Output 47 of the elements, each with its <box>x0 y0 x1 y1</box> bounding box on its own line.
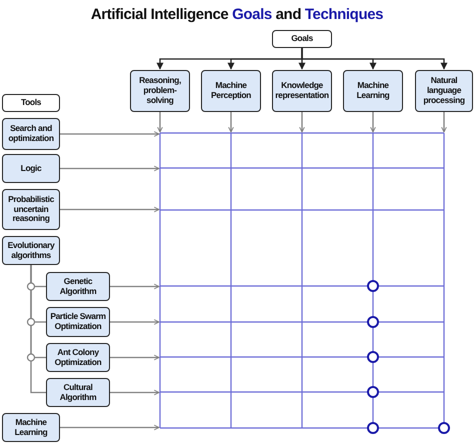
arrow <box>110 354 160 360</box>
header-box <box>272 30 332 48</box>
item-box <box>201 70 261 112</box>
box-label: Genetic Algorithm <box>58 276 98 296</box>
arrow <box>301 48 448 70</box>
item-box <box>130 70 190 112</box>
box-label: Knowledge representation <box>274 81 330 101</box>
box-label: Natural language processing <box>422 76 466 106</box>
item-box <box>2 189 60 230</box>
box-label: Cultural Algorithm <box>58 382 98 402</box>
arrow <box>60 424 160 430</box>
arrow <box>110 284 160 290</box>
box-label: Tools <box>20 98 42 108</box>
arrow <box>228 112 234 132</box>
arrow <box>60 206 160 212</box>
item-box <box>272 70 332 112</box>
box-label: Evolutionary algorithms <box>6 240 56 260</box>
item-box <box>2 236 60 265</box>
item-box <box>343 70 403 112</box>
box-label: Logic <box>20 164 42 174</box>
item-box <box>46 307 110 337</box>
item-box <box>2 154 60 183</box>
arrow <box>299 112 305 132</box>
arrow <box>370 112 376 132</box>
item-box <box>46 272 110 301</box>
title: Artificial Intelligence Goals and Techniques <box>90 5 384 25</box>
arrow <box>110 319 160 325</box>
box-label: Ant Colony Optimization <box>54 348 102 368</box>
item-box <box>415 70 473 112</box>
item-box <box>46 343 110 372</box>
box-label: Machine Perception <box>210 81 252 101</box>
box-label: Reasoning, problem-solving <box>138 76 182 106</box>
arrow <box>110 390 160 396</box>
arrow <box>157 112 163 132</box>
box-label: Machine Learning <box>14 418 48 438</box>
arrow <box>60 166 160 172</box>
item-box <box>46 378 110 407</box>
item-box <box>2 413 60 442</box>
header-box <box>2 94 60 112</box>
box-label: Machine Learning <box>356 81 390 101</box>
item-box <box>2 118 60 150</box>
box-label: Search and optimization <box>7 124 55 144</box>
box-label: Probabilistic uncertain reasoning <box>7 194 55 224</box>
arrow <box>441 112 447 132</box>
arrow <box>60 131 160 137</box>
box-label: Goals <box>291 34 313 44</box>
box-label: Particle Swarm Optimization <box>49 312 107 332</box>
